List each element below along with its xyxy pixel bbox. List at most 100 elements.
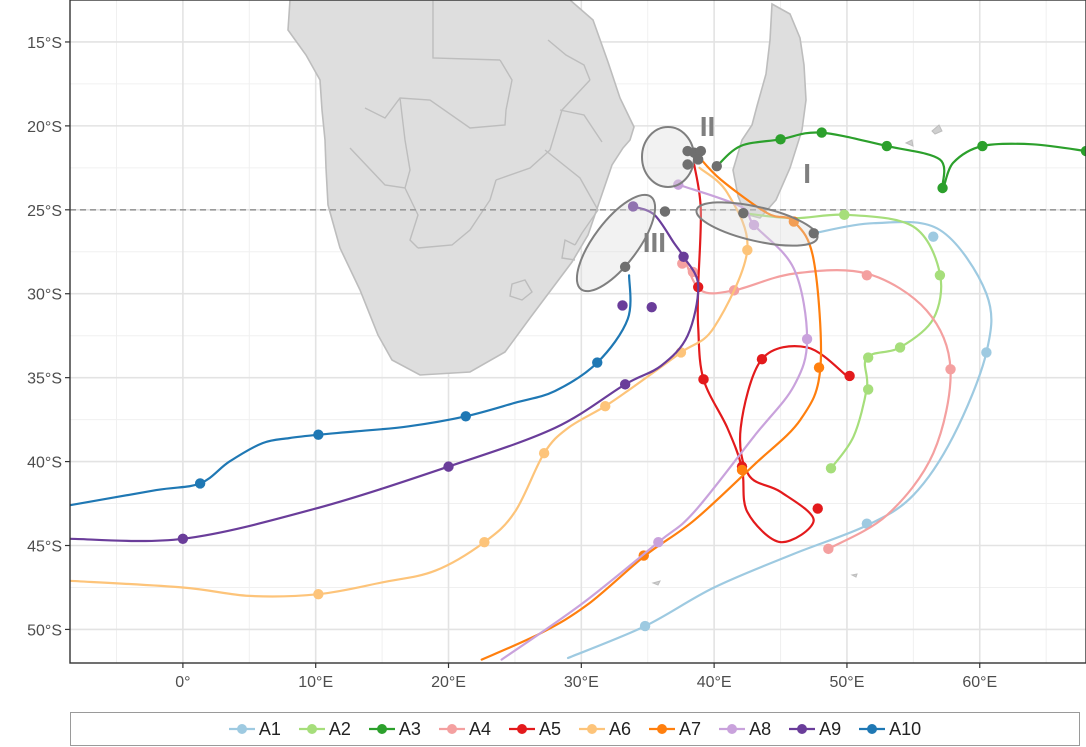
track-point-A3 bbox=[977, 140, 988, 152]
track-point-A6 bbox=[538, 447, 550, 459]
legend-key-icon bbox=[298, 722, 325, 736]
track-point-A2 bbox=[862, 384, 874, 395]
region-ellipse-I bbox=[695, 201, 819, 247]
legend-label: A5 bbox=[538, 718, 561, 739]
track-A1 bbox=[566, 220, 993, 660]
track-point-A4 bbox=[823, 543, 834, 555]
legend-item-A7: A7 bbox=[649, 719, 701, 740]
track-point-A10 bbox=[194, 478, 206, 489]
track-point-A10 bbox=[592, 357, 603, 368]
track-point-A7 bbox=[813, 362, 825, 373]
legend-item-A4: A4 bbox=[438, 718, 491, 740]
track-point-A5 bbox=[844, 370, 855, 382]
release-point bbox=[659, 206, 671, 217]
track-point-A7 bbox=[736, 464, 748, 476]
track-point-A2 bbox=[825, 463, 837, 474]
track-point-A1 bbox=[981, 347, 992, 358]
track-A10 bbox=[70, 274, 632, 507]
track-A6 bbox=[70, 166, 753, 600]
legend-label: A3 bbox=[398, 718, 421, 739]
track-point-A10 bbox=[460, 411, 471, 422]
y-tick-label: 50°S bbox=[27, 622, 62, 639]
legend-item-A1: A1 bbox=[228, 718, 281, 740]
track-point-A9 bbox=[627, 201, 639, 212]
track-point-A8 bbox=[748, 219, 760, 231]
track-point-A3 bbox=[816, 127, 827, 138]
track-point-A1 bbox=[928, 231, 939, 242]
track-point-A6 bbox=[479, 536, 490, 548]
region-label-I: I bbox=[803, 158, 811, 189]
track-A3 bbox=[715, 127, 1086, 194]
legend-item-A9: A9 bbox=[789, 719, 841, 740]
legend-item-A6: A6 bbox=[579, 719, 631, 740]
legend-item-A5: A5 bbox=[508, 718, 561, 740]
legend-item-A10: A10 bbox=[859, 719, 921, 740]
lesotho-outline bbox=[509, 279, 533, 301]
track-line-A8 bbox=[500, 183, 809, 661]
release-point bbox=[695, 145, 707, 157]
legend-label: A4 bbox=[468, 718, 491, 739]
region-ellipse-III bbox=[575, 193, 657, 293]
legend-label: A7 bbox=[679, 718, 702, 739]
track-point-A5 bbox=[812, 503, 823, 514]
legend-key-icon bbox=[649, 722, 676, 736]
africa-landmass bbox=[287, 0, 635, 376]
x-tick-label: 30°E bbox=[564, 674, 599, 691]
madagascar-landmass bbox=[732, 2, 807, 219]
track-point-A4 bbox=[861, 270, 873, 281]
release-points bbox=[619, 145, 819, 273]
release-point bbox=[619, 261, 631, 273]
track-point-A5 bbox=[756, 353, 768, 365]
legend-key-icon bbox=[579, 722, 605, 736]
legend-label: A6 bbox=[609, 718, 632, 739]
legend-label: A1 bbox=[258, 718, 281, 739]
region-label-III: III bbox=[643, 227, 666, 258]
y-tick-label: 25°S bbox=[27, 203, 62, 220]
track-point-A3 bbox=[1080, 145, 1086, 157]
region-label-II: II bbox=[700, 111, 716, 142]
legend-label: A2 bbox=[328, 718, 351, 739]
track-point-A6 bbox=[600, 400, 611, 412]
track-point-A8 bbox=[653, 536, 664, 548]
track-point-A9 bbox=[443, 461, 454, 472]
legend-key-icon bbox=[368, 722, 395, 736]
track-line-A9 bbox=[70, 205, 700, 543]
legend-label: A9 bbox=[819, 718, 842, 739]
track-point-A2 bbox=[862, 352, 874, 363]
legend-label: A8 bbox=[749, 718, 772, 739]
legend-key-icon bbox=[789, 722, 816, 736]
legend-item-A3: A3 bbox=[368, 718, 421, 740]
track-point-A8 bbox=[801, 333, 813, 345]
track-A5 bbox=[692, 163, 855, 544]
legend-item-A8: A8 bbox=[719, 719, 771, 740]
track-point-A4 bbox=[945, 364, 956, 375]
track-point-A9 bbox=[646, 301, 657, 313]
track-line-A4 bbox=[683, 259, 952, 550]
track-A9 bbox=[70, 201, 700, 544]
track-line-A6 bbox=[70, 166, 749, 598]
x-tick-label: 10°E bbox=[298, 674, 333, 691]
track-point-A3 bbox=[937, 182, 948, 194]
land-layer bbox=[287, 0, 943, 586]
legend-label: A10 bbox=[889, 718, 922, 739]
track-point-A2 bbox=[894, 342, 906, 353]
track-point-A6 bbox=[313, 588, 324, 600]
x-tick-label: 50°E bbox=[830, 674, 865, 691]
track-point-A1 bbox=[861, 518, 873, 529]
track-line-A7 bbox=[480, 155, 823, 661]
track-point-A3 bbox=[775, 134, 786, 145]
track-point-A9 bbox=[177, 533, 189, 544]
legend-key-icon bbox=[228, 722, 255, 736]
track-point-A6 bbox=[742, 244, 753, 256]
track-point-A9 bbox=[678, 251, 689, 263]
track-point-A9 bbox=[617, 300, 628, 311]
legend-key-icon bbox=[508, 722, 535, 736]
legend-key-icon bbox=[719, 722, 746, 736]
y-tick-label: 45°S bbox=[27, 539, 62, 556]
track-line-A3 bbox=[715, 131, 1086, 190]
track-point-A1 bbox=[639, 620, 651, 632]
track-point-A3 bbox=[881, 140, 892, 152]
track-point-A10 bbox=[313, 429, 324, 440]
